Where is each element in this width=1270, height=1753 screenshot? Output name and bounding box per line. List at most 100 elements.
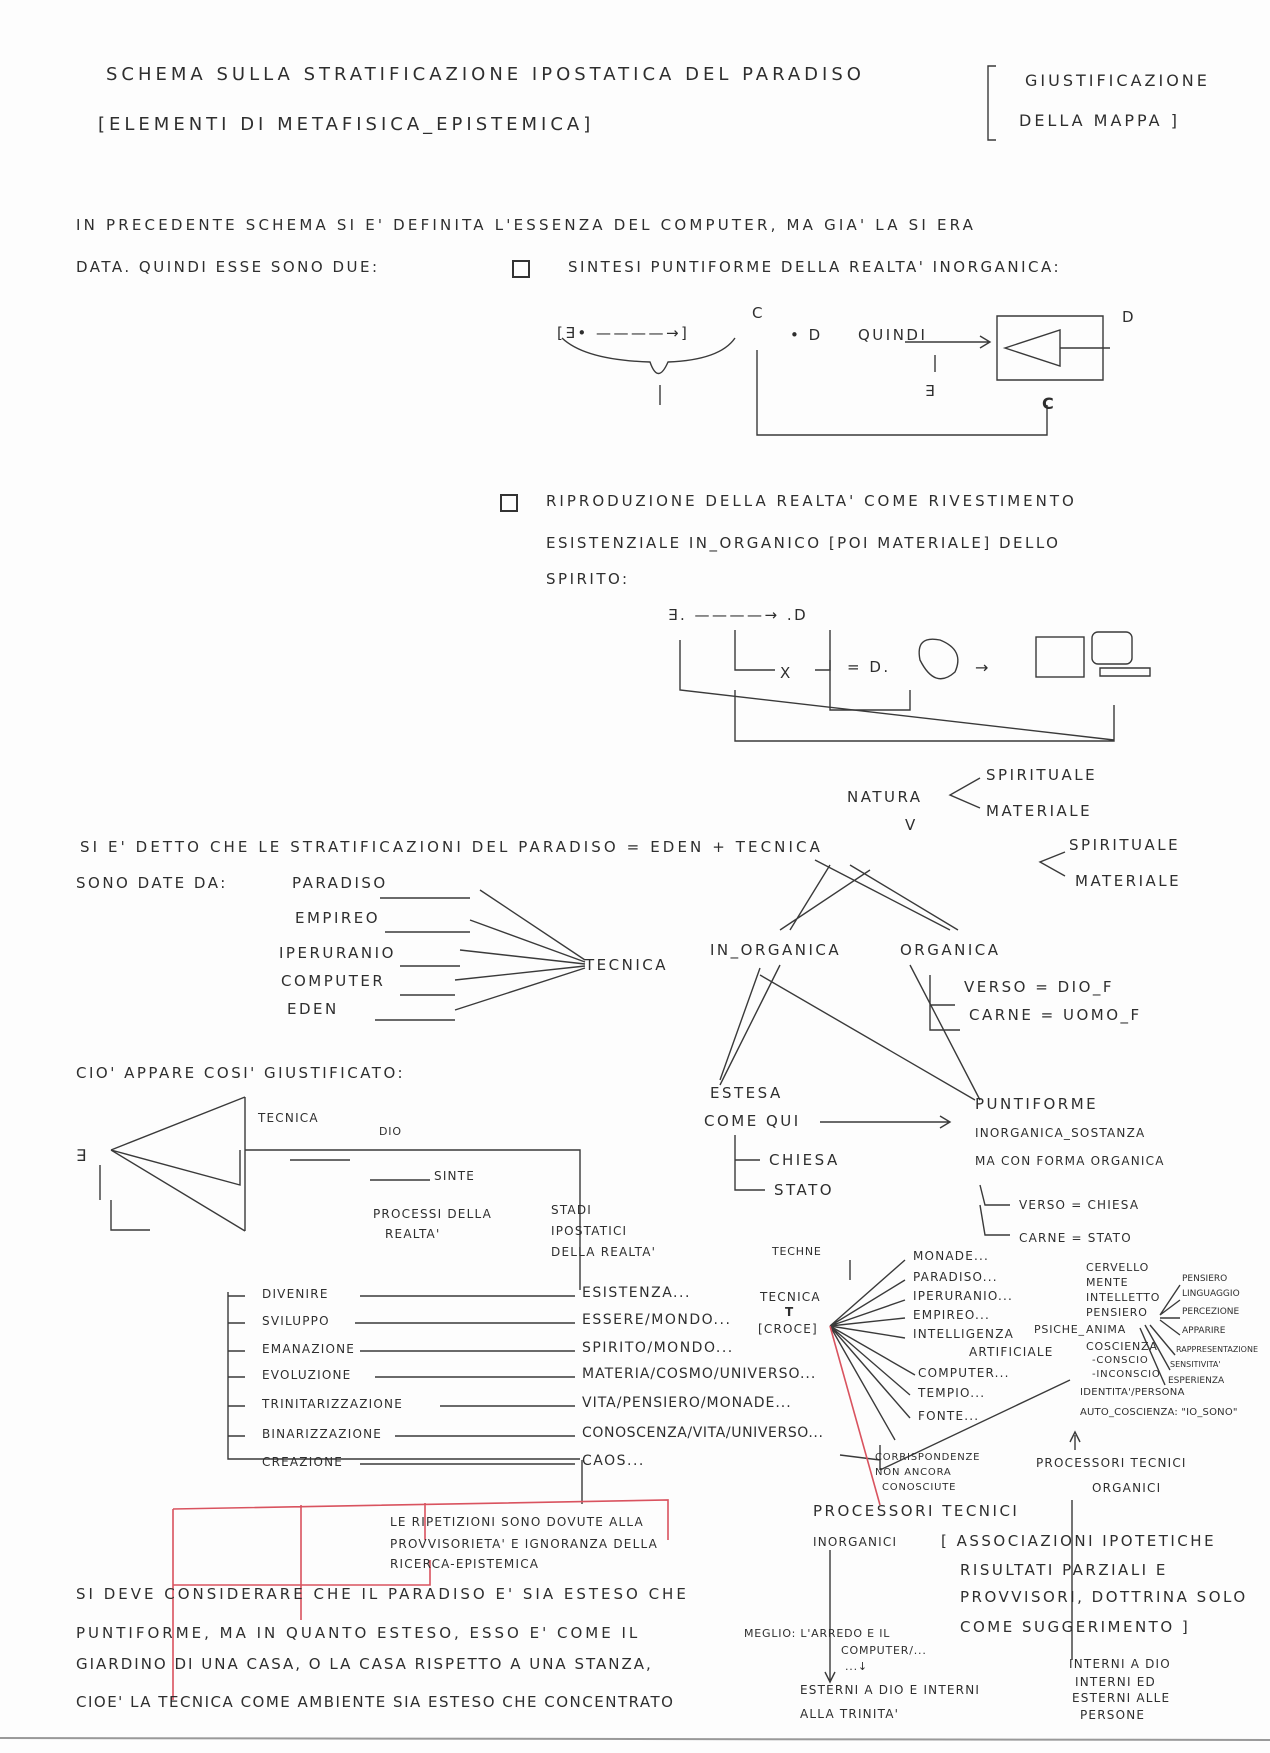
forma-organica: MA CON FORMA ORGANICA (975, 1154, 1165, 1168)
mind-item: COSCIENZA (1086, 1340, 1158, 1353)
fan-item: FONTE... (918, 1409, 980, 1423)
item2-line2: ESISTENZIALE IN_ORGANICO [POI MATERIALE]… (546, 534, 1061, 552)
processori-inorganici-1: PROCESSORI TECNICI (813, 1502, 1020, 1520)
subfan-item: RAPPRESENTAZIONE (1176, 1345, 1258, 1354)
sono-date-da: SONO DATE DA: (76, 874, 228, 892)
fan-item: ARTIFICIALE (969, 1345, 1054, 1359)
puntiforme-label: PUNTIFORME (975, 1095, 1099, 1113)
process-connectors (355, 1295, 575, 1465)
corrispondenze-line: CONOSCIUTE (882, 1482, 957, 1493)
natura-spirituale: SPIRITUALE (986, 766, 1098, 784)
list-item-empireo: EMPIREO (295, 909, 381, 927)
tecnica-converging-lines (454, 889, 586, 1011)
process-row-stadio: ESISTENZA... (582, 1285, 691, 1301)
mind-item: -INCONSCIO (1092, 1369, 1161, 1380)
computer-monitor-icon (1091, 631, 1133, 665)
mind-subfan (1139, 1284, 1181, 1386)
diagram2-top: ∃. ————→ .D (668, 606, 809, 624)
giustificato-diagram (99, 1096, 581, 1290)
subfan-item: ESPERIENZA (1168, 1376, 1225, 1386)
techne-t: T (785, 1305, 795, 1319)
verso-carne-bracket (929, 975, 960, 1031)
subfan-item: SENSITIVITA' (1170, 1360, 1221, 1369)
stato-label: STATO (774, 1181, 835, 1199)
fan-item: TEMPIO... (918, 1386, 986, 1400)
natura-materiale: MATERIALE (986, 802, 1093, 820)
stadi-header-1: STADI (551, 1203, 593, 1217)
interni-line: INTERNI A DIO (1069, 1657, 1171, 1671)
subfan-item: LINGUAGGIO (1182, 1289, 1240, 1299)
furniture-icon (1035, 636, 1085, 678)
diagram2-arrow: → (975, 658, 992, 677)
ripetizioni-line: LE RIPETIZIONI SONO DOVUTE ALLA (390, 1515, 644, 1529)
process-row-proc: EVOLUZIONE (262, 1368, 352, 1382)
scan-bottom-edge (0, 1737, 1270, 1741)
processori-inorganici-2: INORGANICI (813, 1535, 898, 1549)
ripetizioni-line: PROVVISORIETA' E IGNORANZA DELLA (390, 1537, 659, 1551)
fan-item: IPERURANIO... (913, 1289, 1014, 1303)
process-row-proc: CREAZIONE (262, 1455, 344, 1469)
mind-item: -CONSCIO (1092, 1355, 1149, 1366)
processori-organici-2: ORGANICI (1092, 1481, 1162, 1495)
red-bracket-lines (172, 1499, 669, 1700)
psiche-label: PSICHE_ (1034, 1323, 1085, 1336)
closing-line: GIARDINO DI UNA CASA, O LA CASA RISPETTO… (76, 1655, 653, 1673)
stadi-header-2: IPOSTATICI (551, 1224, 628, 1238)
chiesa-label: CHIESA (769, 1151, 840, 1169)
meglio-line: ...↓ (845, 1660, 868, 1673)
loop-line (829, 660, 911, 711)
process-row-proc: DIVENIRE (262, 1287, 329, 1301)
processi-header-2: REALTA' (385, 1227, 441, 1241)
closing-line: PUNTIFORME, MA IN QUANTO ESTESO, ESSO E'… (76, 1624, 641, 1642)
techne-fan (829, 1259, 916, 1441)
mind-item: CERVELLO (1086, 1261, 1150, 1274)
associazioni-line: PROVVISORI, DOTTRINA SOLO (960, 1588, 1248, 1606)
mind-item: IDENTITA'/PERSONA (1080, 1387, 1185, 1398)
side-note-line1: GIUSTIFICAZIONE (1025, 71, 1210, 90)
diagram1-c: C (752, 304, 765, 322)
giust-sinte: SINTE (434, 1169, 476, 1183)
natura-branches (948, 777, 1066, 877)
esterni-line: ALLA TRINITA' (800, 1707, 900, 1721)
title-bracket (987, 65, 996, 141)
techne-croce: [CROCE] (758, 1322, 818, 1336)
fan-item: EMPIREO... (913, 1308, 991, 1322)
subfan-item: APPARIRE (1182, 1326, 1226, 1336)
inorganici-arrow (824, 1550, 836, 1684)
feedback-line-2 (679, 630, 1115, 742)
process-row-stadio: CAOS... (582, 1453, 645, 1469)
associazioni-line: [ ASSOCIAZIONI IPOTETICHE (941, 1532, 1217, 1550)
verso-dio: VERSO = DIO_F (964, 978, 1115, 996)
meglio-line: COMPUTER/... (841, 1644, 927, 1657)
come-qui-arrow (820, 1115, 952, 1129)
giustificato-line: CIO' APPARE COSI' GIUSTIFICATO: (76, 1064, 406, 1082)
associazioni-line: RISULTATI PARZIALI E (960, 1561, 1168, 1579)
list-item-iperuranio: IPERURANIO (279, 944, 396, 962)
fan-item: MONADE... (913, 1249, 990, 1263)
natura-label: NATURA (847, 788, 923, 806)
strat-spirituale: SPIRITUALE (1069, 836, 1181, 854)
list-item-paradiso: PARADISO (292, 874, 388, 892)
diagram1-exists: ∃ (925, 382, 937, 400)
process-row-proc: BINARIZZAZIONE (262, 1427, 383, 1441)
tecnica-label: TECNICA (585, 956, 668, 974)
intro-line2: DATA. QUINDI ESSE SONO DUE: (76, 258, 380, 276)
list-underlines (375, 897, 470, 1021)
inorganica-sostanza: INORGANICA_SOSTANZA (975, 1126, 1146, 1140)
mind-item: INTELLETTO (1086, 1291, 1161, 1304)
giust-exists: ∃ (76, 1146, 90, 1165)
corrispondenze-lines (839, 1379, 1071, 1471)
mind-item: ANIMA (1086, 1323, 1127, 1336)
verso-chiesa-bracket (979, 1184, 1010, 1236)
process-tree (227, 1292, 580, 1460)
mind-item: MENTE (1086, 1276, 1129, 1289)
red-line-croce (829, 1325, 881, 1506)
fan-item: COMPUTER... (918, 1366, 1010, 1380)
organici-line (1069, 1430, 1081, 1660)
closing-line: CIOE' LA TECNICA COME AMBIENTE SIA ESTES… (76, 1693, 675, 1711)
mind-item: AUTO_COSCIENZA: "IO_SONO" (1080, 1407, 1238, 1418)
interni-line: INTERNI ED (1075, 1675, 1156, 1689)
intro-line1: IN PRECEDENTE SCHEMA SI E' DEFINITA L'ES… (76, 216, 977, 234)
